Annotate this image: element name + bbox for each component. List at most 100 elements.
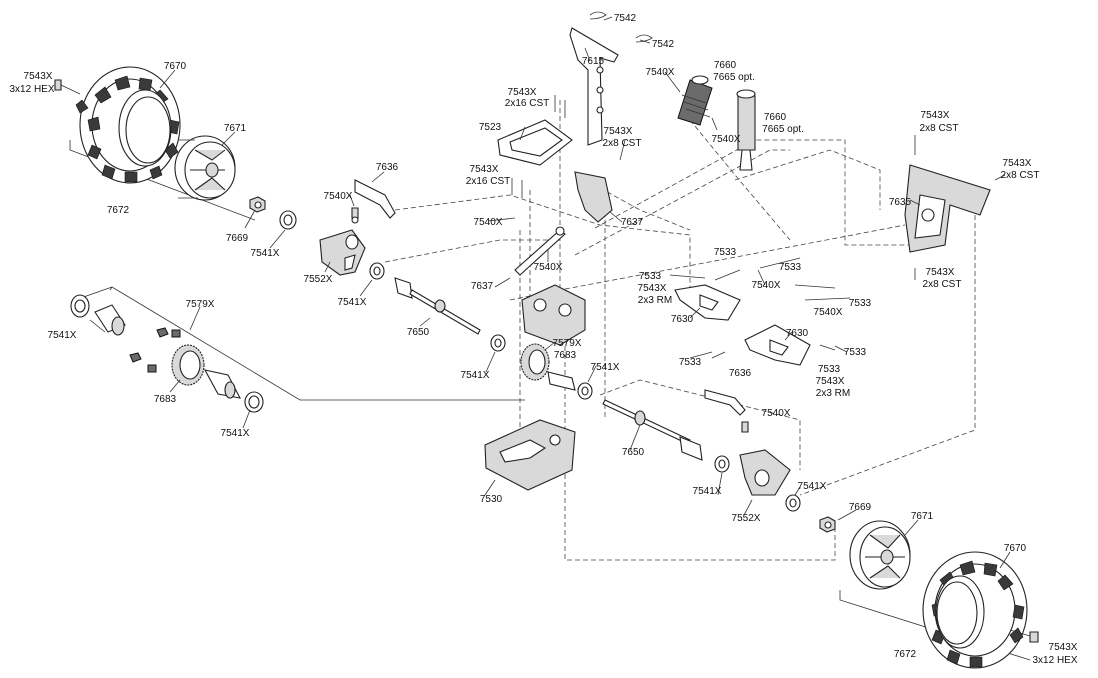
label-7543x-bulkhead-side-size: 2x8 CST: [1001, 170, 1040, 181]
gearbox-upper-housing: [521, 284, 586, 346]
rear-driveshaft: [394, 277, 481, 335]
label-7541x-front-outer: 7541X: [798, 481, 827, 492]
label-7541x-rear-diff-left: 7541X: [48, 330, 77, 341]
label-7669-rear-nut: 7669: [226, 233, 249, 244]
label-7579x-rear: 7579X: [186, 299, 215, 310]
front-bearing-center: [577, 382, 593, 400]
suspension-arm-upper: [674, 284, 741, 321]
label-7540x-rear-ball: 7540X: [324, 191, 353, 202]
front-pivot-ball: [741, 421, 749, 433]
rear-hub-bearing: [369, 262, 385, 280]
label-7579x-center: 7579X: [553, 338, 582, 349]
label-7671-front-wheel: 7671: [911, 511, 934, 522]
label-7637-shock-mount: 7637: [621, 217, 644, 228]
label-7670-rear-tire: 7670: [164, 61, 187, 72]
label-7635-bulkhead: 7635: [889, 197, 912, 208]
label-7670-front-tire: 7670: [1004, 543, 1027, 554]
front-outer-bearing: [785, 494, 801, 512]
label-7650-front-driveshaft: 7650: [622, 447, 645, 458]
label-7650-rear-driveshaft: 7650: [407, 327, 430, 338]
rear-hex-nut: [249, 196, 266, 213]
tower-screws: [511, 178, 523, 198]
label-7543x-top-plate-screw-size: 2x16 CST: [505, 98, 549, 109]
center-output: [547, 371, 576, 391]
part-labels: 7670 7543X 3x12 HEX 7671 7672 7669 7541X…: [9, 13, 1077, 666]
front-tire: [922, 551, 1028, 669]
front-steering-knuckle: [739, 449, 791, 496]
label-7683-rear-ring-gear: 7683: [154, 394, 177, 405]
label-7552x-rear-carrier: 7552X: [304, 274, 333, 285]
label-7543x-bulkhead-top: 7543X: [921, 110, 950, 121]
label-7543x-tower-screw-size: 2x8 CST: [603, 138, 642, 149]
front-stub-axle: [704, 389, 746, 416]
suspension-arm-lower: [744, 324, 811, 366]
top-plate-screws: [554, 95, 566, 118]
label-7665-opt-shock-right: 7665 opt.: [762, 124, 804, 135]
label-7636-front-stub-axle: 7636: [729, 368, 752, 379]
label-7540x-front-ball: 7540X: [762, 408, 791, 419]
label-7630-lower-arm: 7630: [786, 328, 809, 339]
camber-link-stub: [514, 226, 566, 276]
front-bearing-inner: [714, 455, 730, 473]
label-7672-front-wheel-assembly: 7672: [894, 649, 917, 660]
rear-tire: [75, 66, 181, 184]
label-7615-shock-tower: 7615: [582, 56, 605, 67]
label-7543x-arm-screw-lower-size: 2x3 RM: [816, 388, 850, 399]
label-7543x-top-plate-screw: 7543X: [508, 87, 537, 98]
top-plate: [497, 119, 573, 166]
label-7533-pin-b: 7533: [849, 298, 872, 309]
dashed-guide-lines: [384, 100, 976, 561]
label-7530-gearbox: 7530: [480, 494, 503, 505]
label-7543x-bulkhead-top-size: 2x8 CST: [920, 123, 959, 134]
label-7543x-mid-screw: 7543X: [470, 164, 499, 175]
label-7636-rear-stub-axle: 7636: [376, 162, 399, 173]
label-7671-rear-wheel: 7671: [224, 123, 247, 134]
label-7543x-bulkhead-bottom: 7543X: [926, 267, 955, 278]
rear-diff-bearing-left: [70, 294, 90, 318]
rear-inner-bearing: [490, 334, 506, 352]
label-7541x-rear-hub-bearing: 7541X: [338, 297, 367, 308]
shock-right: [736, 89, 756, 171]
label-7533-lower-right-2: 7533: [818, 364, 841, 375]
rear-ring-gear: [171, 344, 205, 386]
label-7543x-arm-screw-lower: 7543X: [816, 376, 845, 387]
label-7552x-front-knuckle: 7552X: [732, 513, 761, 524]
front-hex-nut: [819, 516, 836, 533]
label-7637-camber-link: 7637: [471, 281, 494, 292]
rear-diff-bearing-right: [244, 391, 264, 413]
label-7660-shock-left: 7660: [714, 60, 737, 71]
label-7540x-shock-ball: 7540X: [646, 67, 675, 78]
center-ring-gear: [520, 343, 550, 381]
rear-stub-axle: [354, 179, 396, 219]
label-7543x-tower-screw: 7543X: [604, 126, 633, 137]
label-7540x-shock-lower-ball: 7540X: [712, 134, 741, 145]
label-7683-center-ring-gear: 7683: [554, 350, 577, 361]
label-7533-upper-b: 7533: [639, 271, 662, 282]
label-7665-opt-shock-left: 7665 opt.: [713, 72, 755, 83]
rear-pivot-ball: [351, 207, 359, 224]
bulkhead-screws: [914, 135, 1006, 280]
shock-left: [677, 75, 713, 126]
rear-hub-carrier: [319, 229, 366, 276]
leader-lines: [89, 16, 1011, 569]
label-7543x-mid-screw-size: 2x16 CST: [466, 176, 510, 187]
rear-diff-output-right: [203, 369, 242, 399]
label-7630-upper-arm: 7630: [671, 314, 694, 325]
label-7542-top: 7542: [614, 13, 637, 24]
label-7660-shock-right: 7660: [764, 112, 787, 123]
rear-outer-bearing: [279, 210, 297, 230]
upper-shock-mount: [574, 171, 613, 223]
label-7543x-rear-screw: 7543X: [24, 71, 53, 82]
label-7540x-camber-ball: 7540X: [534, 262, 563, 273]
front-wheel-screw: [1009, 629, 1039, 643]
label-7672-rear-wheel-assembly: 7672: [107, 205, 130, 216]
label-7540x-lower-arm-ball: 7540X: [814, 307, 843, 318]
shock-tower: [569, 27, 619, 146]
label-7533-pin-a: 7533: [779, 262, 802, 273]
label-7533-lower-right: 7533: [844, 347, 867, 358]
label-7669-front-nut: 7669: [849, 502, 872, 513]
label-7541x-center-right: 7541X: [591, 362, 620, 373]
label-7543x-rear-screw-size: 3x12 HEX: [9, 84, 54, 95]
front-wheel: [849, 520, 911, 590]
